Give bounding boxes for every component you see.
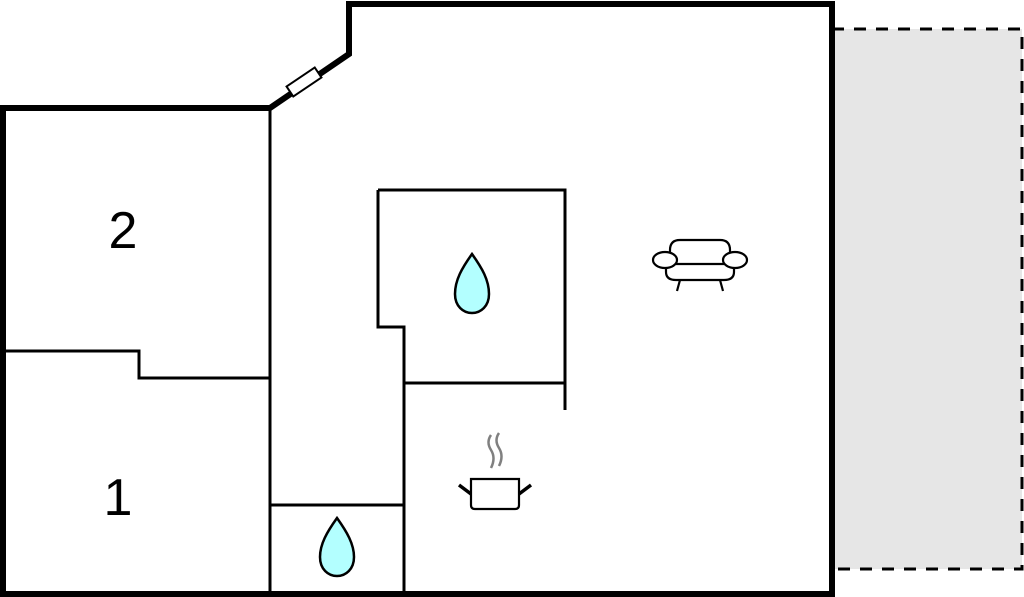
water-drop-icon <box>318 515 356 578</box>
room-label-1: 1 <box>104 469 133 527</box>
door-icon <box>285 66 323 98</box>
interior-walls <box>3 108 567 594</box>
outer-wall <box>0 1 835 597</box>
sofa-icon <box>651 238 749 292</box>
cooking-pot-icon <box>457 432 533 511</box>
water-drop-icon <box>453 251 491 315</box>
terrace-area <box>830 27 1024 571</box>
room-label-2: 2 <box>109 202 138 260</box>
